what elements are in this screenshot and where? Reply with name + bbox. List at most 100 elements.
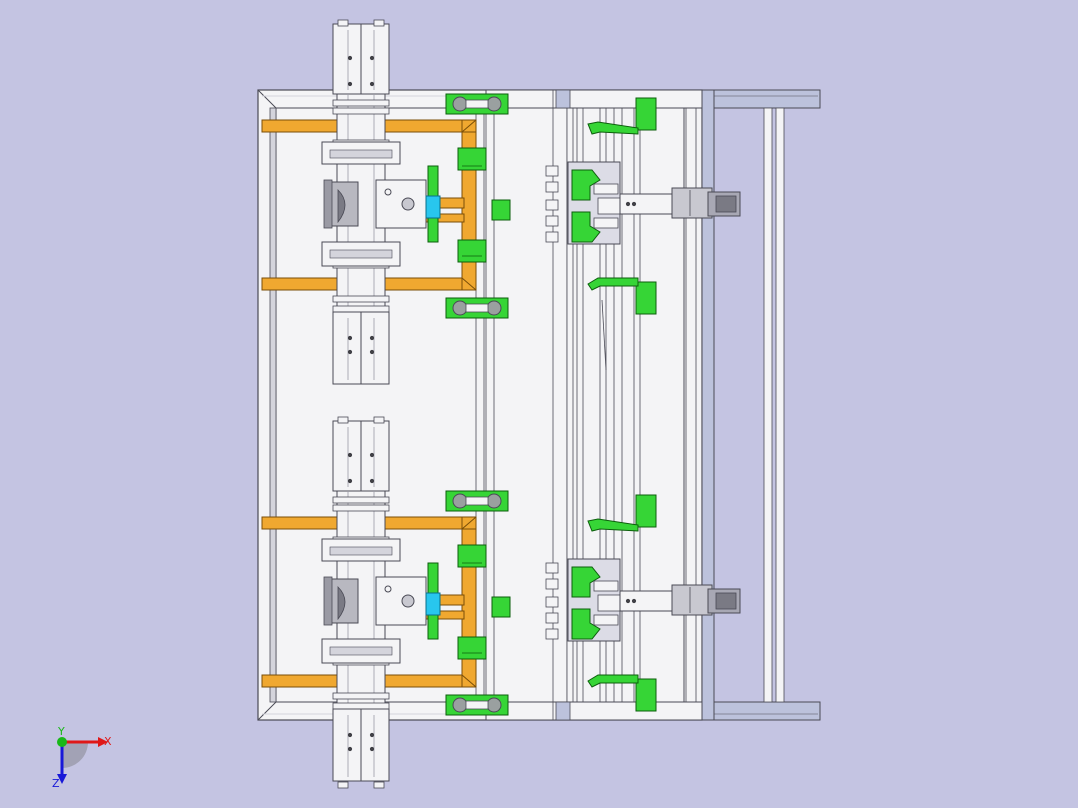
right-clamp-green-upper	[571, 566, 601, 598]
bottom-cylinder-cap-a	[337, 781, 349, 789]
shaft-bracket-upper-inner	[329, 149, 393, 159]
green-tab-lower	[635, 678, 657, 712]
cylinder-top-cap-b	[373, 19, 385, 27]
right-clamp-rod-hole-a	[625, 201, 631, 207]
fixture-module-1	[261, 19, 741, 385]
comb-tooth-2	[545, 181, 559, 193]
edge-clamp-roller-a-1	[452, 96, 468, 112]
comb-tooth-5	[545, 628, 559, 640]
right-clamp-jaw-lower	[593, 614, 619, 626]
shaft-collar-8	[332, 702, 390, 710]
right-clamp-rod-hole-b	[631, 201, 637, 207]
shaft-collar-7	[332, 295, 390, 303]
shaft-collar-2	[332, 107, 390, 115]
frame-right-post	[701, 89, 715, 721]
bottom-cross-member	[485, 701, 703, 721]
cylinder-bottom-screw-c	[347, 746, 353, 752]
cylinder-top-screw-a	[347, 55, 353, 61]
vertical-rail-10	[763, 107, 773, 703]
cylinder-bottom-screw-a	[347, 335, 353, 341]
frame-miter-tl	[257, 89, 277, 109]
cylinder-top-screw-b	[369, 55, 375, 61]
toggle-clamp-pivot	[401, 197, 415, 211]
cylinder-bottom-screw-c	[347, 349, 353, 355]
cyan-pressure-pad	[425, 195, 441, 219]
middle-diagonal-wire	[601, 299, 607, 371]
green-tab-upper	[635, 494, 657, 528]
cylinder-top-cap-b	[373, 416, 385, 424]
cylinder-top-screw-c	[347, 81, 353, 87]
green-block-upper	[457, 544, 487, 568]
vertical-rail-1	[475, 107, 485, 703]
edge-clamp-bar-2	[465, 700, 489, 710]
cylinder-top-screw-d	[369, 81, 375, 87]
green-block-lower	[457, 636, 487, 660]
bottom-extension-rail	[701, 701, 821, 721]
right-clamp-jaw-upper	[593, 580, 619, 592]
clamp-motor-flange	[323, 179, 333, 229]
frame-miter-bl	[257, 701, 277, 721]
clamp-motor-face	[337, 189, 346, 224]
edge-clamp-bar-1	[465, 496, 489, 506]
right-clamp-green-lower	[571, 211, 601, 243]
green-stop-small	[491, 596, 511, 618]
green-tab-lower	[635, 281, 657, 315]
right-clamp-rod-hole-b	[631, 598, 637, 604]
orange-miter-top	[461, 516, 477, 530]
green-hook-lower	[587, 277, 639, 291]
cylinder-top-screw-c	[347, 478, 353, 484]
top-extension-rail	[701, 89, 821, 109]
top-joint-block	[555, 89, 571, 109]
toggle-clamp-pivot	[401, 594, 415, 608]
cylinder-top-screw-a	[347, 452, 353, 458]
toggle-clamp-plate	[375, 179, 427, 229]
comb-tooth-5	[545, 231, 559, 243]
cylinder-bottom-screw-b	[369, 732, 375, 738]
shaft-collar-1	[332, 99, 390, 107]
comb-tooth-2	[545, 578, 559, 590]
cylinder-bottom-screw-d	[369, 349, 375, 355]
green-hook-upper	[587, 518, 639, 532]
shaft-bracket-upper-inner	[329, 546, 393, 556]
edge-clamp-roller-b-2	[486, 697, 502, 713]
edge-clamp-roller-a-1	[452, 493, 468, 509]
vertical-rail-11	[775, 107, 785, 703]
green-hook-upper	[587, 121, 639, 135]
shaft-collar-8	[332, 305, 390, 313]
fixture-assembly	[257, 19, 821, 789]
edge-clamp-roller-b-1	[486, 96, 502, 112]
shaft-bracket-lower-inner	[329, 646, 393, 656]
cylinder-bottom-screw-d	[369, 746, 375, 752]
bottom-joint-block	[555, 701, 571, 721]
cylinder-top-screw-b	[369, 452, 375, 458]
comb-tooth-1	[545, 562, 559, 574]
toggle-clamp-plate	[375, 576, 427, 626]
clamp-motor-flange	[323, 576, 333, 626]
right-cylinder-mount	[671, 187, 713, 219]
shaft-bracket-lower-inner	[329, 249, 393, 259]
cylinder-top-screw-d	[369, 478, 375, 484]
comb-tooth-3	[545, 199, 559, 211]
shaft-collar-1	[332, 496, 390, 504]
green-hook-lower	[587, 674, 639, 688]
comb-tooth-4	[545, 215, 559, 227]
cyan-pressure-pad	[425, 592, 441, 616]
edge-clamp-roller-a-2	[452, 697, 468, 713]
green-tab-upper	[635, 97, 657, 131]
orange-miter-bottom	[461, 674, 477, 688]
right-cylinder-mount	[671, 584, 713, 616]
right-clamp-jaw-lower	[593, 217, 619, 229]
orange-miter-bottom	[461, 277, 477, 291]
comb-tooth-3	[545, 596, 559, 608]
cylinder-top-cap-a	[337, 416, 349, 424]
comb-tooth-4	[545, 612, 559, 624]
edge-clamp-bar-2	[465, 303, 489, 313]
right-clamp-inner-a	[597, 197, 621, 215]
right-clamp-green-lower	[571, 608, 601, 640]
top-cross-member	[485, 89, 703, 109]
comb-tooth-1	[545, 165, 559, 177]
edge-clamp-roller-b-1	[486, 493, 502, 509]
green-block-lower	[457, 239, 487, 263]
toggle-clamp-hole	[384, 188, 392, 196]
